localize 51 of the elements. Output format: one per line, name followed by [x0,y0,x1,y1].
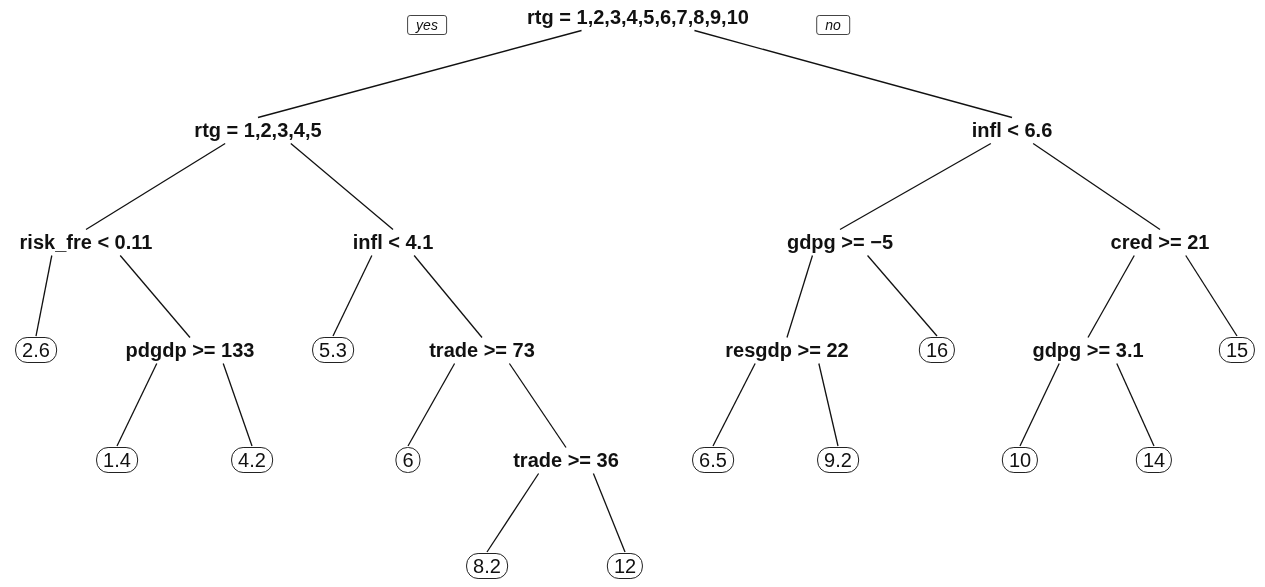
leaf-value-box: 15 [1218,337,1256,363]
tree-branch-line [818,362,839,447]
tree-branch-line [1185,254,1238,337]
split-condition: risk_fre < 0.11 [17,230,155,254]
tree-branch-line [257,29,583,119]
leaf-value-box: 12 [606,553,644,579]
tree-branch-line [1032,142,1161,231]
tree-branch-line [407,362,456,447]
split-condition: gdpg >= −5 [784,230,896,254]
split-condition: cred >= 21 [1108,230,1212,254]
tree-branch-line [712,362,756,447]
tree-branch-line [85,142,226,231]
leaf-value-box: 14 [1135,447,1173,473]
leaf-value-box: 1.4 [96,447,138,473]
split-condition: trade >= 73 [427,338,537,362]
leaf-value-box: 9.2 [817,447,859,473]
leaf-value-box: 4.2 [231,447,273,473]
tree-branch-line [332,254,373,337]
split-condition: resgdp >= 22 [723,338,851,362]
tree-branch-line [508,362,567,449]
split-condition: rtg = 1,2,3,4,5,6,7,8,9,10 [525,5,751,29]
leaf-value-box: 5.3 [312,337,354,363]
tree-branch-line [1087,254,1135,339]
tree-branch-line [290,142,394,231]
split-condition: trade >= 36 [511,448,621,472]
split-condition: gdpg >= 3.1 [1030,338,1146,362]
tree-branch-line [786,254,814,339]
leaf-value-box: 10 [1001,447,1039,473]
tree-branch-line [35,254,53,337]
tree-branch-line [119,254,191,339]
tree-branch-line [116,362,158,447]
tree-branch-line [1116,362,1155,447]
split-condition: infl < 6.6 [969,118,1055,142]
branch-tag-box: no [816,15,850,35]
tree-branch-line [693,29,1013,119]
split-condition: pdgdp >= 133 [123,338,257,362]
leaf-value-box: 2.6 [15,337,57,363]
split-condition: rtg = 1,2,3,4,5 [192,118,324,142]
tree-branch-line [486,472,540,553]
tree-branch-line [839,142,992,231]
leaf-value-box: 16 [918,337,956,363]
leaf-value-box: 6 [395,447,421,473]
leaf-value-box: 8.2 [466,553,508,579]
leaf-value-box: 6.5 [692,447,734,473]
tree-branch-line [592,472,626,553]
tree-branch-line [866,254,938,337]
split-condition: infl < 4.1 [350,230,436,254]
tree-branch-line [222,362,253,447]
branch-tag-box: yes [407,15,447,35]
tree-branch-line [413,254,483,339]
tree-branch-line [1019,362,1060,447]
